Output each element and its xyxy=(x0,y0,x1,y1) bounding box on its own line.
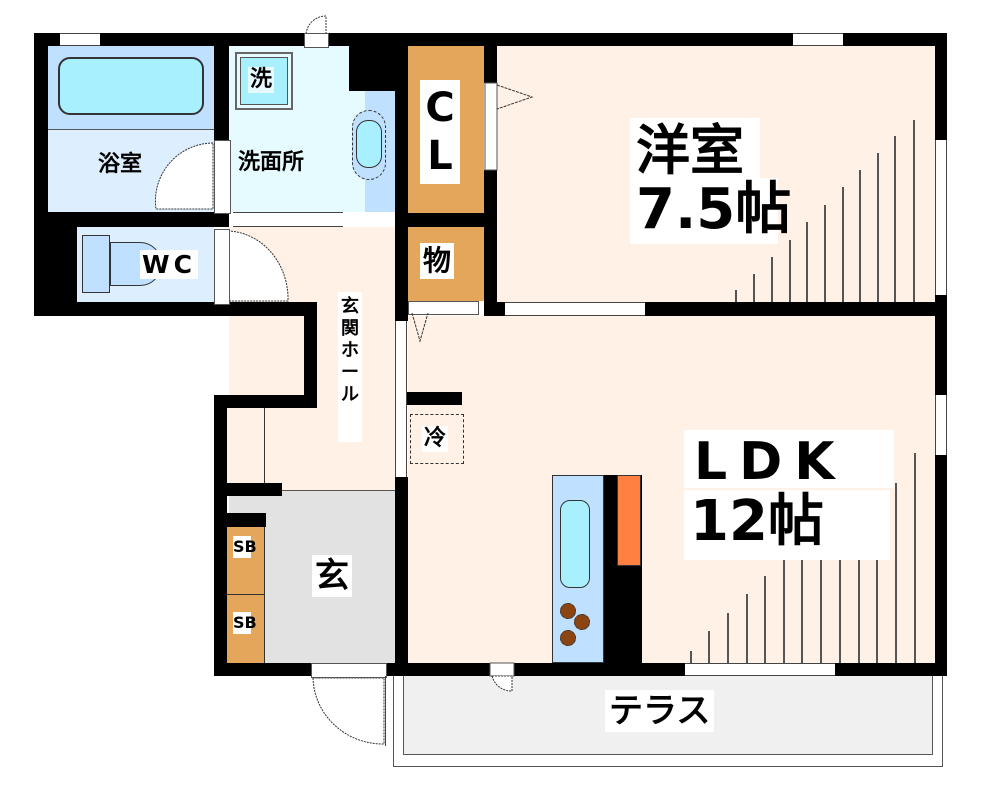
wall-sb-top xyxy=(214,513,266,527)
toilet-door-jamb xyxy=(214,229,230,305)
kitchen-sink xyxy=(560,500,590,588)
window-ldk-bottom xyxy=(685,663,835,676)
western-room-size: 7.5帖 xyxy=(630,178,791,244)
western-stairs xyxy=(700,120,935,302)
ldk-label: LDK xyxy=(684,430,894,488)
washroom-label: 洗面所 xyxy=(236,150,307,176)
wall-bottom-mid xyxy=(385,663,685,676)
wall-right xyxy=(935,33,947,675)
terrace-outline xyxy=(393,672,943,767)
wall-entrance-left xyxy=(214,395,227,675)
shoe-box-1-label: SB xyxy=(233,536,257,558)
wall-hall-right xyxy=(395,477,408,675)
sliding-door-western xyxy=(505,302,645,316)
bathtub xyxy=(58,57,204,115)
sliding-door-washroom xyxy=(233,212,343,227)
burner-3 xyxy=(560,630,576,646)
storage-door-icon[interactable] xyxy=(408,312,438,345)
burner-1 xyxy=(560,603,576,619)
toilet-tank xyxy=(82,235,110,293)
burner-2 xyxy=(574,614,590,630)
wall-bottom-right xyxy=(835,663,947,676)
range-hood xyxy=(617,475,641,566)
entrance-door-line xyxy=(385,676,386,746)
storage-label: 物 xyxy=(420,243,455,279)
wall-wash-corner xyxy=(349,33,395,91)
wall-wash-cl xyxy=(395,33,408,321)
hall-alcove-line xyxy=(264,408,265,488)
wall-cl-western-lower xyxy=(484,170,497,316)
shoe-box-2-label: SB xyxy=(233,612,257,634)
wall-bottom-left xyxy=(214,663,311,676)
washbasin-bowl xyxy=(356,120,382,168)
washroom-exterior-door-icon[interactable] xyxy=(304,15,328,36)
genkan-step-line xyxy=(282,490,395,491)
refrigerator-outline xyxy=(410,414,464,464)
wall-bath-bottom xyxy=(34,212,229,227)
wall-bath-wash xyxy=(214,33,229,143)
wall-wc-bottom xyxy=(34,302,309,316)
bathroom-label: 浴室 xyxy=(95,152,146,178)
ldk-stairs xyxy=(680,425,935,663)
closet-door-icon[interactable] xyxy=(484,82,534,173)
wall-hall-notch-vertical xyxy=(304,302,317,418)
bathroom-door-jamb xyxy=(214,140,231,214)
refrigerator-label: 冷 xyxy=(422,426,449,452)
ldk-size: 12帖 xyxy=(684,490,890,560)
storage-door-opening xyxy=(408,301,479,315)
wall-cl-storage xyxy=(395,213,497,227)
wall-hall-notch-horizontal xyxy=(214,395,317,408)
entrance-hall-label: 玄関ホール xyxy=(338,292,362,442)
entrance-door-opening xyxy=(311,663,387,678)
hall-alcove xyxy=(227,408,395,491)
closet-label: CL xyxy=(420,80,460,184)
wall-fridge-stub xyxy=(405,392,462,405)
sliding-door-ldk xyxy=(395,321,407,477)
western-room-label: 洋室 xyxy=(630,118,760,178)
ldk-floor xyxy=(408,316,935,663)
wall-genkan-top xyxy=(214,483,282,496)
bathroom-door-icon[interactable] xyxy=(154,141,215,213)
entrance-door-icon[interactable] xyxy=(311,676,386,746)
window-ldk-right xyxy=(935,395,947,455)
terrace-label: テラス xyxy=(605,690,715,732)
window-western-top xyxy=(793,33,843,46)
washer-label: 洗 xyxy=(248,67,275,93)
wall-cl-western xyxy=(484,33,497,83)
toilet-door-icon[interactable] xyxy=(227,230,290,303)
terrace-door-icon[interactable] xyxy=(489,662,515,692)
window-western-right xyxy=(935,140,947,295)
entrance-label: 玄 xyxy=(312,555,352,597)
toilet-label: WC xyxy=(140,250,198,279)
wall-left-wc xyxy=(34,212,77,314)
window-bath xyxy=(60,33,100,46)
washroom-exterior-opening xyxy=(304,33,329,48)
